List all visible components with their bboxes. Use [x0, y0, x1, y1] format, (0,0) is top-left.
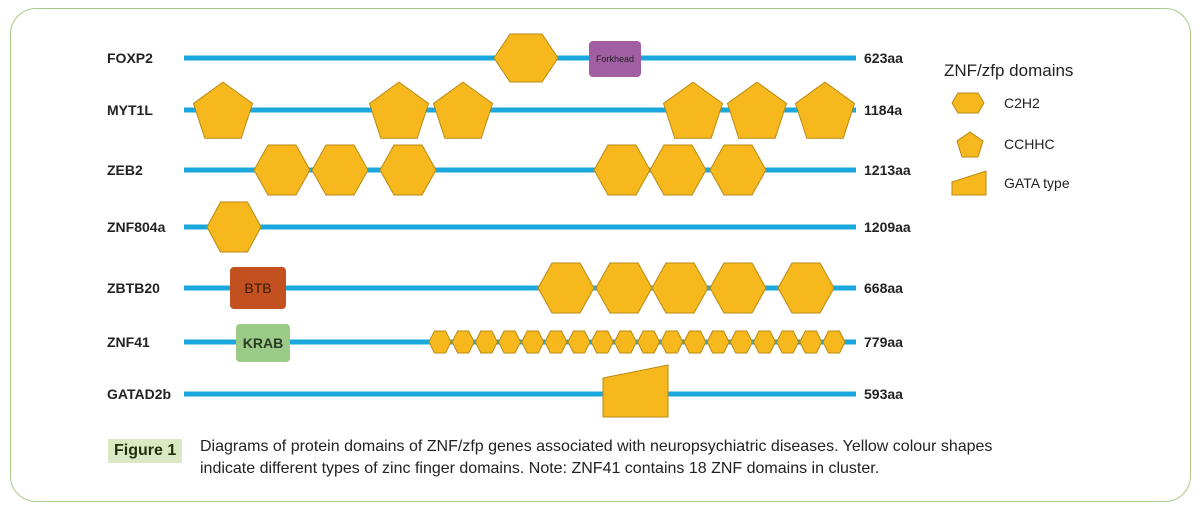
legend-item-cchhc: CCHHC: [1004, 136, 1055, 152]
zbtb20-c2h2-domain-2: [595, 262, 653, 314]
znf41-c2h2-domain-11: [660, 330, 684, 354]
znf41-c2h2-domain-1: [428, 330, 452, 354]
znf41-c2h2-domain-14: [729, 330, 753, 354]
protein-name-myt1l: MYT1L: [107, 102, 153, 118]
znf41-c2h2-domain-17: [799, 330, 823, 354]
protein-length-znf41: 779aa: [864, 334, 903, 350]
zeb2-c2h2-domain-1: [253, 144, 311, 196]
zbtb20-btb-domain-label: BTB: [244, 280, 271, 296]
znf41-c2h2-domain-16: [776, 330, 800, 354]
znf41-c2h2-domain-3: [474, 330, 498, 354]
protein-length-myt1l: 1184a: [864, 102, 902, 118]
myt1l-cchhc-domain-3: [432, 81, 494, 139]
zbtb20-btb-domain: [230, 267, 286, 309]
znf41-c2h2-domain-18: [822, 330, 846, 354]
figure-frame: [10, 8, 1191, 502]
legend-item-gata: GATA type: [1004, 175, 1070, 191]
caption-line-1: Diagrams of protein domains of ZNF/zfp g…: [200, 438, 993, 455]
foxp2-forkhead-domain: [589, 41, 641, 77]
znf41-krab-domain-label: KRAB: [243, 335, 283, 351]
protein-name-znf804a: ZNF804a: [107, 219, 166, 235]
myt1l-cchhc-domain-6: [794, 81, 856, 139]
zeb2-c2h2-domain-6: [709, 144, 767, 196]
znf41-c2h2-domain-12: [683, 330, 707, 354]
protein-name-znf41: ZNF41: [107, 334, 150, 350]
myt1l-cchhc-domain-5: [726, 81, 788, 139]
znf41-c2h2-domain-7: [567, 330, 591, 354]
legend-title: ZNF/zfp domains: [944, 61, 1073, 80]
znf804a-c2h2-domain: [206, 201, 262, 253]
znf41-c2h2-domain-2: [451, 330, 475, 354]
zbtb20-c2h2-domain-1: [537, 262, 595, 314]
znf41-c2h2-domain-15: [752, 330, 777, 354]
caption-line-2: indicate different types of zinc finger …: [200, 460, 880, 477]
zeb2-c2h2-domain-2: [311, 144, 369, 196]
zeb2-c2h2-domain-3: [379, 144, 437, 196]
zbtb20-c2h2-domain-3: [651, 262, 709, 314]
znf41-c2h2-domain-8: [590, 330, 614, 354]
foxp2-forkhead-domain-label: Forkhead: [596, 54, 634, 64]
protein-length-znf804a: 1209aa: [864, 219, 911, 235]
protein-length-zeb2: 1213aa: [864, 162, 911, 178]
myt1l-cchhc-domain-2: [368, 81, 430, 139]
zeb2-c2h2-domain-4: [593, 144, 651, 196]
zbtb20-c2h2-domain-5: [777, 262, 835, 314]
legend-trapezoid-icon: [951, 170, 987, 196]
znf41-c2h2-domain-6: [544, 330, 568, 354]
znf41-c2h2-domain-13: [706, 330, 730, 354]
legend-pentagon-icon: [956, 131, 984, 158]
protein-length-foxp2: 623aa: [864, 50, 903, 66]
myt1l-cchhc-domain-1: [192, 81, 254, 139]
zbtb20-c2h2-domain-4: [709, 262, 767, 314]
domain-diagram: ZNF/zfp domains C2H2 CCHHC GATA type FOX…: [107, 33, 1073, 418]
protein-name-zbtb20: ZBTB20: [107, 280, 160, 296]
protein-name-foxp2: FOXP2: [107, 50, 153, 66]
protein-name-gatad2b: GATAD2b: [107, 386, 171, 402]
foxp2-c2h2-domain: [493, 33, 559, 83]
znf41-c2h2-domain-4: [497, 330, 522, 354]
protein-length-gatad2b: 593aa: [864, 386, 903, 402]
legend-hexagon-icon: [951, 92, 985, 114]
znf41-c2h2-domain-5: [521, 330, 545, 354]
protein-length-zbtb20: 668aa: [864, 280, 903, 296]
caption-text: Diagrams of protein domains of ZNF/zfp g…: [200, 436, 1200, 480]
zeb2-c2h2-domain-5: [649, 144, 707, 196]
znf41-c2h2-domain-10: [637, 330, 661, 354]
myt1l-cchhc-domain-4: [662, 81, 724, 139]
znf41-c2h2-domain-9: [613, 330, 637, 354]
znf41-krab-domain: [236, 324, 290, 362]
legend-item-c2h2: C2H2: [1004, 95, 1040, 111]
gatad2b-gata-domain: [602, 364, 669, 418]
figure-label: Figure 1: [108, 439, 183, 463]
protein-name-zeb2: ZEB2: [107, 162, 143, 178]
